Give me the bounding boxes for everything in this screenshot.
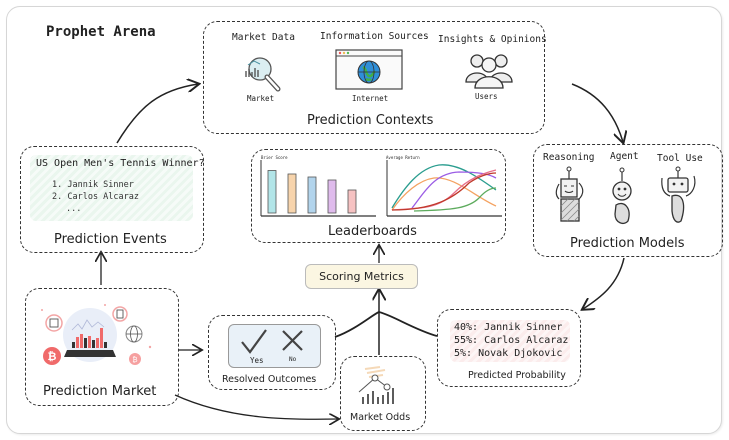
context-heading-market-data: Market Data xyxy=(232,32,295,43)
model-heading-agent: Agent xyxy=(610,151,639,162)
context-heading-insights: Insights & Opinions xyxy=(438,34,547,45)
leaderboard-bar xyxy=(307,176,317,214)
leaderboards-label: Leaderboards xyxy=(328,224,417,239)
svg-text:₿: ₿ xyxy=(48,350,57,363)
robot-agent-icon xyxy=(612,167,632,225)
branch-outcomes xyxy=(334,311,380,338)
leaderboard-line xyxy=(391,164,497,209)
context-heading-information-sources: Information Sources xyxy=(320,31,429,42)
diagram-title: Prophet Arena xyxy=(46,24,156,40)
scoring-metrics-box: Scoring Metrics xyxy=(305,264,418,289)
browser-globe-icon xyxy=(335,49,403,90)
arrow-models-to-probability xyxy=(583,257,625,309)
leaderboard-bar xyxy=(267,170,277,214)
probability-row-1: 40%: Jannik Sinner xyxy=(454,322,563,333)
resolved-outcomes-box xyxy=(208,315,336,390)
arrow-contexts-to-models xyxy=(571,83,623,142)
model-heading-tool-use: Tool Use xyxy=(657,153,703,164)
arrow-market-to-odds xyxy=(174,394,338,419)
leaderboard-line xyxy=(411,171,497,209)
probability-row-3: 5%: Novak Djokovic xyxy=(454,348,563,359)
crystal-ball-market-icon: ₿ ₿ xyxy=(41,304,152,365)
events-panel xyxy=(30,155,193,221)
users-icon xyxy=(465,54,513,89)
predicted-probability-box xyxy=(437,309,581,387)
svg-text:₿: ₿ xyxy=(132,356,137,364)
events-option-1: 1. Jannik Sinner xyxy=(52,180,134,190)
outcome-no-label: No xyxy=(289,356,297,363)
probability-row-2: 55%: Carlos Alcaraz xyxy=(454,335,569,346)
prediction-models-label: Prediction Models xyxy=(570,236,685,251)
leaderboard-bar xyxy=(327,179,337,214)
robot-reasoning-icon xyxy=(555,166,584,222)
context-caption-market: Market xyxy=(247,94,275,103)
leaderboards-box xyxy=(251,149,506,243)
probability-panel xyxy=(450,320,570,362)
prediction-market-label: Prediction Market xyxy=(43,384,157,399)
scoring-metrics-label: Scoring Metrics xyxy=(319,270,404,283)
leaderboard-line xyxy=(391,172,497,211)
predicted-probability-label: Predicted Probability xyxy=(468,370,566,381)
leaderboard-line xyxy=(413,187,497,212)
prediction-market-box xyxy=(25,288,179,406)
bar-chart-title: Brier Score xyxy=(261,155,288,160)
resolved-outcomes-label: Resolved Outcomes xyxy=(222,374,317,385)
cross-icon xyxy=(282,330,303,351)
check-icon xyxy=(241,329,267,354)
events-option-2: 2. Carlos Alcaraz xyxy=(52,192,139,202)
leaderboard-bar xyxy=(287,173,297,214)
magnifier-chart-icon xyxy=(245,57,281,92)
events-option-more: ... xyxy=(66,204,82,214)
average-return-line-chart xyxy=(386,160,502,217)
branch-probability xyxy=(378,311,438,337)
leaderboard-bar xyxy=(347,189,357,214)
prediction-events-label: Prediction Events xyxy=(54,232,167,247)
prediction-contexts-label: Prediction Contexts xyxy=(307,113,434,128)
model-heading-reasoning: Reasoning xyxy=(543,152,595,163)
outcomes-panel xyxy=(228,324,321,368)
outcome-yes-label: Yes xyxy=(250,356,264,365)
robot-tool-icon xyxy=(661,166,696,223)
market-odds-label: Market Odds xyxy=(350,412,411,423)
context-caption-users: Users xyxy=(475,92,498,101)
prediction-models-box xyxy=(533,144,723,257)
market-odds-box xyxy=(340,356,426,431)
market-odds-icon xyxy=(358,366,394,404)
line-chart-title: Average Return xyxy=(386,155,420,160)
context-caption-internet: Internet xyxy=(352,94,389,103)
prediction-contexts-box xyxy=(203,21,545,134)
prediction-events-box xyxy=(20,146,204,253)
events-question: US Open Men's Tennis Winner? xyxy=(36,158,205,169)
brier-score-bar-chart xyxy=(260,160,376,217)
leaderboard-line xyxy=(391,177,497,211)
arrow-events-to-contexts xyxy=(116,84,198,144)
